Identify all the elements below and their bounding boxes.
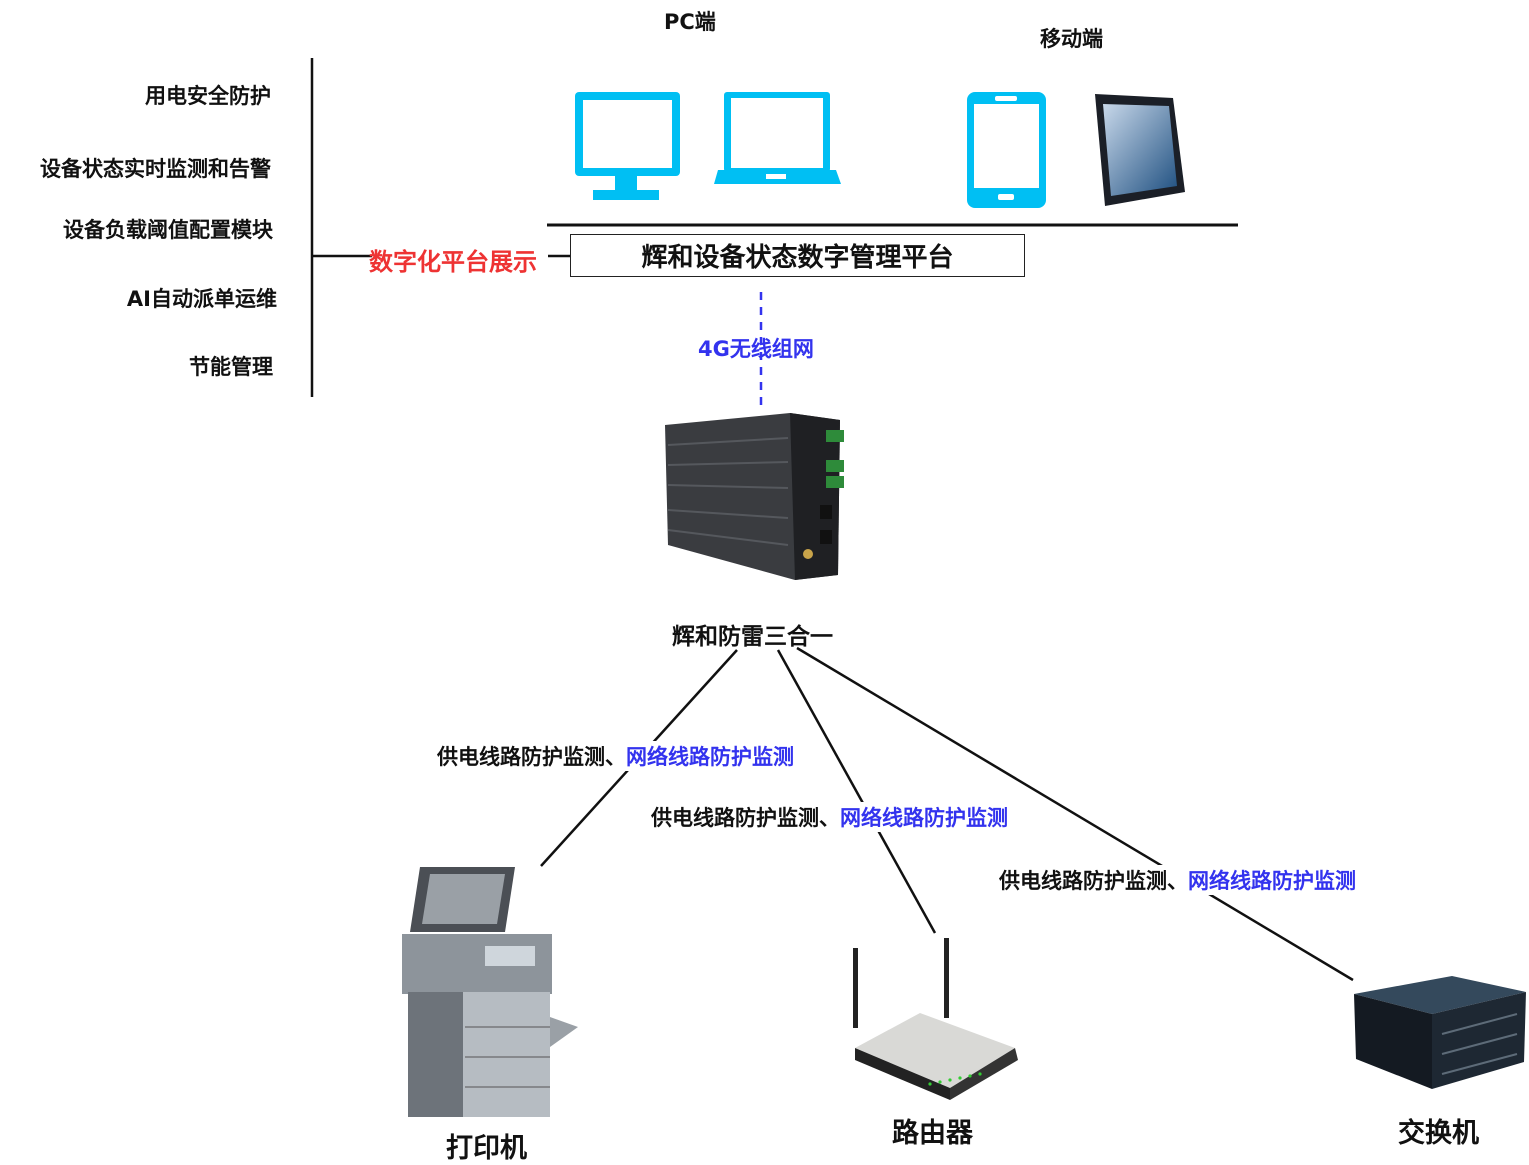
mobile-label: 移动端 xyxy=(1040,27,1103,51)
power-monitor-label: 供电线路防护监测、 xyxy=(437,745,626,769)
pc-label: PC端 xyxy=(664,10,716,34)
hub-label: 辉和防雷三合一 xyxy=(672,624,833,650)
platform-title: 辉和设备状态数字管理平台 xyxy=(641,243,954,273)
device-label-printer: 打印机 xyxy=(446,1133,527,1164)
platform-title-box: 辉和设备状态数字管理平台 xyxy=(570,234,1025,277)
switch-image xyxy=(1354,976,1526,1089)
device-label-router: 路由器 xyxy=(892,1118,973,1149)
link-label-switch: 供电线路防护监测、网络线路防护监测 xyxy=(997,865,1358,895)
link-label-router: 供电线路防护监测、网络线路防护监测 xyxy=(649,802,1010,832)
lightning-protector-device-image xyxy=(665,413,844,580)
feature-item: 设备负载阈值配置模块 xyxy=(63,218,273,242)
network-monitor-label: 网络线路防护监测 xyxy=(1188,869,1356,893)
network-monitor-label: 网络线路防护监测 xyxy=(840,806,1008,830)
feature-item: 设备状态实时监测和告警 xyxy=(40,157,271,181)
phone-icon xyxy=(967,92,1046,208)
router-image xyxy=(853,938,1018,1100)
laptop-icon xyxy=(714,92,841,184)
power-monitor-label: 供电线路防护监测、 xyxy=(999,869,1188,893)
power-monitor-label: 供电线路防护监测、 xyxy=(651,806,840,830)
feature-item: 用电安全防护 xyxy=(145,84,271,108)
network-label: 4G无线组网 xyxy=(698,337,814,361)
platform-display-label: 数字化平台展示 xyxy=(369,248,537,276)
monitor-icon xyxy=(575,92,680,200)
link-label-printer: 供电线路防护监测、网络线路防护监测 xyxy=(435,741,796,771)
tablet-icon xyxy=(1095,94,1185,206)
feature-item: AI自动派单运维 xyxy=(126,287,277,311)
device-label-switch: 交换机 xyxy=(1398,1118,1479,1149)
network-monitor-label: 网络线路防护监测 xyxy=(626,745,794,769)
printer-image xyxy=(402,867,578,1117)
feature-item: 节能管理 xyxy=(189,355,273,379)
